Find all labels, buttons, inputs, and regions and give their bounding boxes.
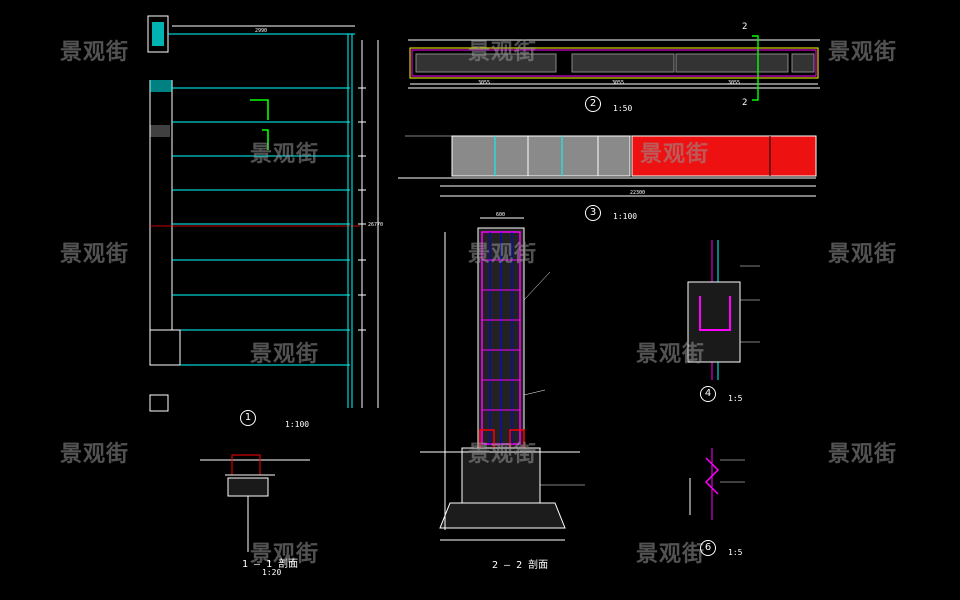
- section-2-2: [420, 217, 585, 541]
- section-marker-top: 2: [742, 22, 748, 32]
- title-section-1-1: 1 — 1 剖面: [242, 559, 299, 570]
- view-number-elevation-2: 3: [585, 205, 601, 221]
- scale-plan: 1:100: [285, 420, 310, 429]
- elevation-2: [398, 135, 817, 197]
- dim-e2-total: 22300: [630, 190, 646, 196]
- dim-s2-top: 600: [496, 212, 506, 218]
- dim-plan-right: 26770: [368, 222, 384, 228]
- title-section-2-2: 2 — 2 剖面: [492, 560, 549, 571]
- scale-elevation-2: 1:100: [613, 212, 638, 221]
- view-number-elevation-1: 2: [585, 96, 601, 112]
- scale-detail-4: 1:5: [728, 394, 743, 403]
- view-number-plan: 1: [240, 410, 256, 426]
- dim-e1-mid: 3055: [612, 80, 625, 86]
- scale-section-1-1: 1:20: [262, 568, 282, 577]
- detail-6: [689, 448, 745, 520]
- section-marker-bottom: 2: [742, 98, 748, 108]
- dim-e1-left: 3055: [478, 80, 491, 86]
- view-number-detail-6: 6: [700, 540, 716, 556]
- scale-elevation-1: 1:50: [613, 104, 633, 113]
- elevation-1: [408, 35, 820, 101]
- scale-detail-6: 1:5: [728, 548, 743, 557]
- detail-4: [687, 240, 760, 380]
- dim-e1-right: 3055: [728, 80, 741, 86]
- plan-view: [147, 15, 379, 412]
- section-1-1: [200, 454, 310, 552]
- dim-total-width: 2990: [255, 28, 268, 34]
- view-number-detail-4: 4: [700, 386, 716, 402]
